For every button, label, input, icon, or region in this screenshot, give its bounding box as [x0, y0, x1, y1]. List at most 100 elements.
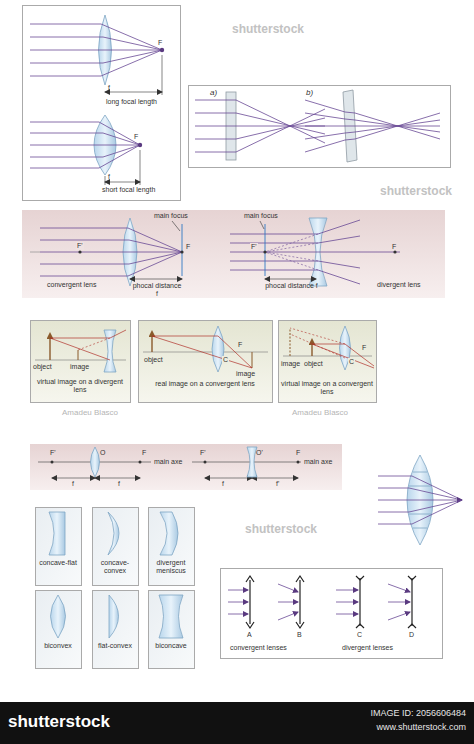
image-arrows-part — [78, 350, 79, 360]
lens-symbols-part — [246, 576, 254, 582]
node-text: f' — [276, 480, 279, 488]
lens-symbols-part — [359, 578, 360, 626]
axis-points-part — [204, 461, 207, 464]
light-rays-part — [30, 50, 162, 63]
image-lenses — [104, 326, 351, 372]
light-rays-part — [30, 122, 140, 145]
axis-lines-part — [95, 478, 140, 479]
node-text: phocal distance f — [265, 282, 318, 290]
axis-points-part — [51, 461, 54, 464]
lens-tile: flat-convex — [92, 590, 139, 668]
image-rays-part — [50, 338, 110, 360]
axis-lines-part — [192, 462, 301, 463]
band-rays-part — [230, 270, 360, 284]
lens-shapes-part — [51, 595, 66, 638]
band-rays-part — [40, 252, 182, 276]
axis-lenses — [91, 447, 258, 477]
light-rays-part — [30, 145, 140, 168]
virtual-ray-extensions-part — [265, 252, 318, 270]
plate-rays-part — [305, 126, 440, 127]
lens-symbols-part — [408, 624, 416, 628]
stacked-lens-rays — [378, 476, 462, 524]
panel-grounds-part — [149, 591, 195, 669]
stacked-lens-part — [413, 472, 427, 473]
node-text: F — [362, 344, 366, 352]
watermark: shutterstock — [245, 522, 317, 536]
node-text: f — [118, 480, 120, 488]
lens-symbols-part — [411, 578, 412, 626]
node-text: O' — [256, 449, 263, 457]
symbol-rays-part — [336, 602, 358, 603]
band-rays-part — [230, 252, 400, 253]
symbol-rays-part — [388, 612, 410, 620]
image-rays-part — [152, 336, 252, 368]
node-text: A — [247, 631, 252, 639]
panel-grounds-part — [221, 569, 443, 659]
lens-symbols — [246, 576, 416, 628]
node-text: main focus — [154, 212, 188, 220]
focal-markers-part — [265, 224, 266, 276]
axis-lenses-part — [247, 447, 257, 477]
panel-grounds-part — [149, 508, 195, 586]
band-rays-part — [30, 252, 40, 253]
node-text: C — [357, 631, 362, 639]
image-axes-part — [143, 352, 268, 353]
lens-symbols-part — [408, 576, 416, 580]
panel-grounds-part — [22, 210, 445, 298]
node-text: convergent lens — [47, 281, 96, 289]
panel-grounds-part — [30, 444, 342, 490]
panel-grounds-part — [36, 508, 82, 586]
node-text: C — [348, 358, 355, 366]
node-text: f — [222, 480, 224, 488]
image-ray-extensions-part — [78, 338, 110, 350]
node-text: short focal length — [102, 186, 155, 194]
dimension-lines-part — [105, 92, 162, 93]
light-rays-part — [30, 50, 162, 51]
virtual-ray-extensions-part — [265, 252, 318, 261]
node-text: D — [409, 631, 414, 639]
node-text: concave-flat — [36, 559, 80, 567]
node-text: main axe — [304, 458, 332, 466]
node-text: F — [296, 449, 300, 457]
node-text: convergent lenses — [230, 644, 287, 652]
symbol-rays-part — [278, 602, 298, 603]
symbol-rays-part — [336, 590, 358, 591]
plate-rays-part — [195, 113, 325, 134]
focus-points-part — [160, 48, 164, 52]
lens-symbols-part — [356, 624, 364, 628]
object-arrows-part — [151, 336, 152, 352]
band-rays-part — [40, 240, 182, 252]
image-arrows-part — [290, 328, 291, 356]
image-ray-extensions-part — [290, 328, 345, 344]
panel-grounds-part — [31, 321, 131, 403]
node-text: F' — [50, 449, 56, 457]
lens-symbols-part — [246, 622, 254, 628]
node-text: F' — [200, 449, 206, 457]
main-axe-band: F'OFffmain axeF'O'Fff'main axe — [30, 444, 342, 490]
lens-tile: concave-flat — [35, 507, 82, 585]
node-text: long focal length — [106, 98, 157, 106]
image-panel: objectimagevirtual image on a divergent … — [30, 320, 130, 402]
node-text: virtual image on a divergent lens — [34, 378, 126, 394]
image-arrows-part — [252, 352, 253, 368]
symbol-rays-part — [388, 584, 410, 592]
node-text: divergent lens — [377, 281, 421, 289]
focus-dots-part — [78, 250, 81, 253]
node-text: main axe — [154, 458, 182, 466]
node-text: object — [304, 360, 323, 368]
lens-symbols-part — [356, 576, 364, 580]
lens-symbols-part — [299, 580, 300, 624]
stacked-lens-rays-part — [378, 500, 462, 501]
focus-dots-part — [263, 250, 266, 253]
watermark: shutterstock — [380, 184, 452, 198]
node-text: biconcave — [149, 642, 193, 650]
focal-markers-part — [182, 224, 183, 276]
symbol-rays-part — [388, 602, 410, 603]
plate-rays-part — [195, 100, 325, 143]
symbol-rays-part — [278, 584, 298, 592]
node-text: object — [33, 363, 52, 371]
band-rays-part — [40, 228, 182, 252]
lens-tile: divergent meniscus — [148, 507, 195, 585]
node-text: F' — [76, 242, 84, 250]
lens-tile: biconvex — [35, 590, 82, 668]
